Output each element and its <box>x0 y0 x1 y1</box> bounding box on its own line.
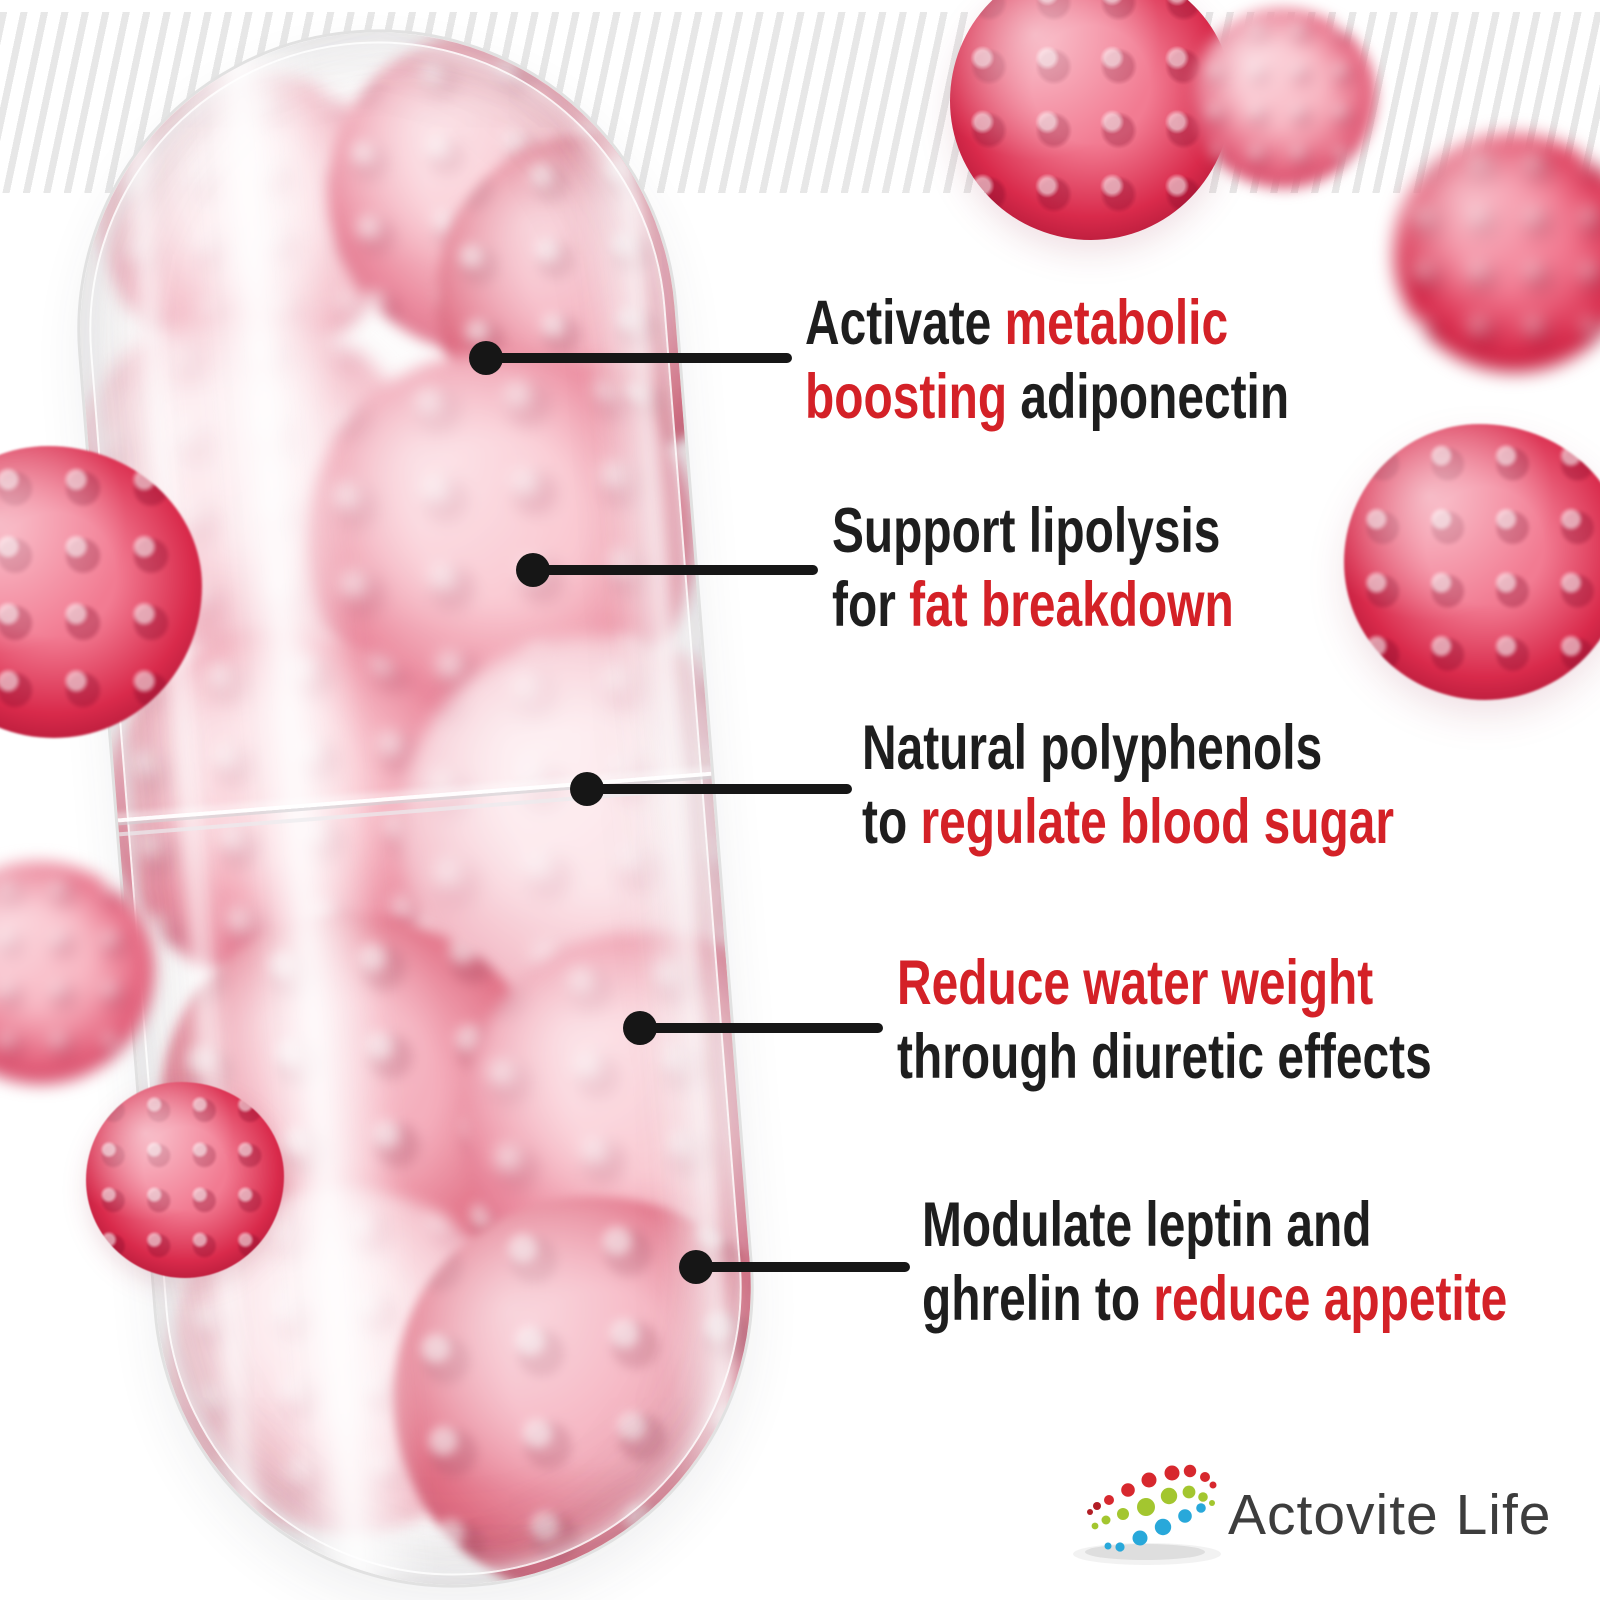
callout-line-2: ghrelin to reduce appetite <box>922 1264 1508 1334</box>
dotted-sphere-logo-icon <box>1073 1464 1221 1565</box>
callout-line-1: Reduce water weight <box>897 948 1374 1018</box>
callout-connector-polyphenols <box>570 772 852 806</box>
callout-text-water-weight: Reduce water weight through diuretic eff… <box>897 946 1432 1094</box>
callout-connector-water-weight <box>623 1011 883 1045</box>
callout-line-1: Modulate leptin and <box>922 1190 1372 1260</box>
callout-line-2: boosting adiponectin <box>805 362 1290 432</box>
callout-line-2: through diuretic effects <box>897 1022 1432 1092</box>
callout-text-lipolysis: Support lipolysis for fat breakdown <box>832 494 1234 642</box>
callout-line-1: Support lipolysis <box>832 496 1221 566</box>
capsule-image <box>54 6 777 1600</box>
callout-line-1: Activate metabolic <box>805 288 1229 358</box>
callout-connector-lipolysis <box>516 553 818 587</box>
brand-name: Actovite Life <box>1228 1483 1552 1547</box>
raspberry-image <box>950 0 1232 240</box>
raspberry-image <box>1344 424 1600 700</box>
callout-connector-appetite <box>679 1250 910 1284</box>
raspberry-image <box>86 1082 284 1278</box>
callout-connector-adiponectin <box>469 341 792 375</box>
callout-text-polyphenols: Natural polyphenols to regulate blood su… <box>862 711 1394 859</box>
callout-line-2: for fat breakdown <box>832 570 1234 640</box>
raspberry-image <box>1192 8 1376 188</box>
callout-text-adiponectin: Activate metabolic boosting adiponectin <box>805 286 1289 434</box>
raspberry-image <box>1394 134 1600 372</box>
callout-line-1: Natural polyphenols <box>862 713 1323 783</box>
callout-text-appetite: Modulate leptin and ghrelin to reduce ap… <box>922 1188 1507 1336</box>
brand-logo: Actovite Life <box>1062 1430 1551 1590</box>
callout-line-2: to regulate blood sugar <box>862 787 1395 857</box>
